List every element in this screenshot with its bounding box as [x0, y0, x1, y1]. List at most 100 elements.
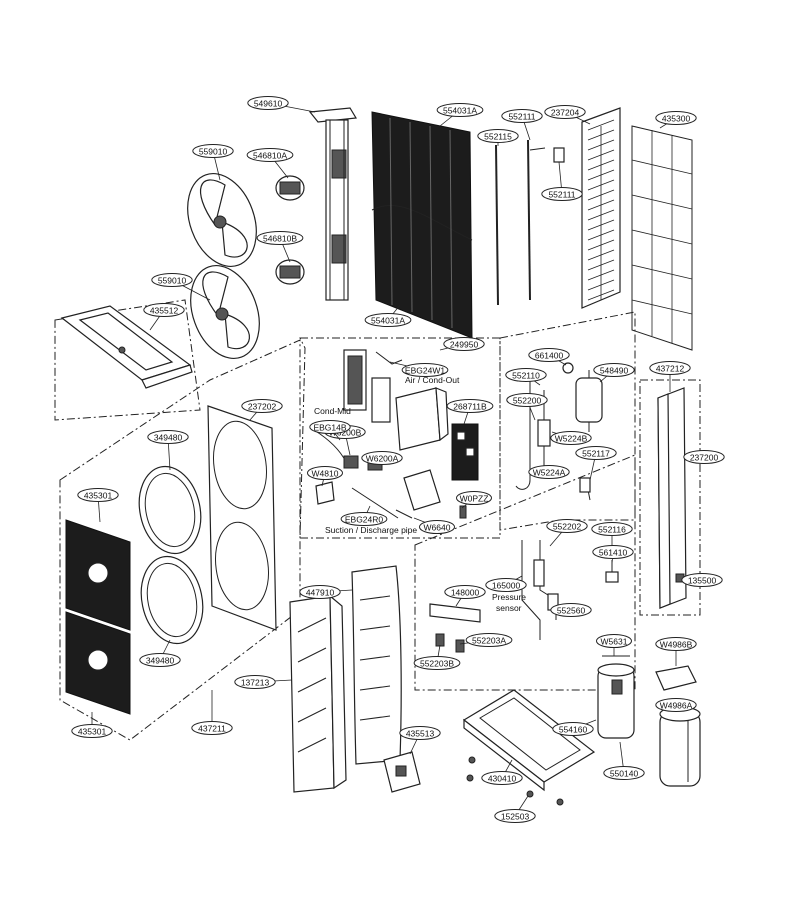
service-valves-552203	[435, 633, 465, 653]
callout-oval	[139, 653, 181, 667]
part-number-label: W0PZZ	[460, 494, 489, 504]
callout-561410: 561410	[592, 545, 634, 565]
part-number-label: 437212	[656, 364, 685, 374]
callout-249950: 249950	[439, 337, 485, 351]
part-number-label: 552203A	[472, 636, 506, 646]
front-grille-435301-upper	[65, 519, 131, 631]
callout-552117: 552117	[575, 446, 617, 481]
part-number-label: 552116	[598, 525, 626, 535]
callout-w6200a: W6200A	[361, 451, 403, 465]
callout-w6640: W6640	[413, 517, 455, 534]
callout-435301-b: 435301	[71, 712, 113, 738]
callout-oval	[544, 105, 586, 119]
callout-552111-a: 552111	[501, 109, 543, 141]
callout-oval	[444, 585, 486, 599]
callout-554160: 554160	[552, 719, 597, 736]
callout-oval	[147, 430, 189, 444]
callout-552111-b: 552111	[541, 161, 583, 201]
callout-435512: 435512	[143, 303, 185, 331]
front-grille-435301-lower	[65, 611, 131, 715]
part-number-label: 135500	[688, 576, 717, 586]
callout-oval	[477, 129, 519, 143]
callout-559010-b: 559010	[151, 273, 211, 301]
callout-548490: 548490	[593, 363, 635, 383]
callout-oval	[399, 726, 441, 740]
part-number-label: 237204	[551, 108, 580, 118]
callout-237200: 237200	[683, 450, 725, 464]
callout-oval	[443, 337, 485, 351]
note-air-cond-out: Air / Cond-Out	[405, 375, 460, 385]
part-number-label: 349480	[154, 433, 183, 443]
callout-oval	[603, 766, 645, 780]
part-number-label: 549610	[254, 99, 283, 109]
part-number-label: 554031A	[371, 316, 405, 326]
part-number-label: W6200B	[329, 428, 362, 438]
callout-oval	[299, 585, 341, 599]
callout-435300: 435300	[655, 111, 697, 129]
callout-oval	[550, 603, 592, 617]
part-number-label: 552110	[512, 371, 540, 381]
callout-550140: 550140	[603, 741, 645, 780]
part-number-label: EBG14B	[313, 423, 346, 433]
part-number-label: W4986B	[660, 640, 693, 650]
callout-oval	[683, 450, 725, 464]
part-number-label: 552203B	[420, 659, 454, 669]
callout-oval	[71, 724, 113, 738]
accumulator-548490	[575, 370, 603, 432]
callout-oval	[528, 465, 570, 479]
part-number-label: 550140	[610, 769, 639, 779]
callout-w0pzz: W0PZZ	[456, 491, 492, 509]
callout-oval	[401, 363, 449, 377]
callout-552115: 552115	[477, 129, 519, 146]
callout-w5224a: W5224A	[528, 465, 570, 479]
callout-237204: 237204	[544, 105, 591, 125]
fan-bracket-549610	[308, 107, 357, 301]
part-number-callouts: 549610554031A552111552115237204435300559…	[71, 96, 725, 823]
condenser-coil-554031A	[371, 111, 473, 339]
callout-oval	[596, 634, 632, 648]
note-suction-discharge: Suction / Discharge pipe	[325, 525, 417, 535]
callout-oval	[456, 491, 492, 505]
callout-135500: 135500	[681, 573, 723, 587]
callout-349480-b: 349480	[139, 639, 181, 667]
part-number-label: W5224A	[533, 468, 566, 478]
callout-oval	[505, 368, 547, 382]
bellmouth-ring-349480-upper	[138, 465, 202, 555]
part-number-label: W5631	[601, 637, 628, 647]
callout-oval	[528, 348, 570, 362]
callout-oval	[143, 303, 185, 317]
part-number-label: 249950	[450, 340, 479, 350]
callout-oval	[591, 522, 633, 536]
part-number-label: 437211	[198, 724, 226, 734]
part-number-label: 435512	[150, 306, 179, 316]
callout-oval	[592, 545, 634, 559]
insulation-jacket-W4986A	[659, 706, 701, 787]
part-number-label: 548490	[600, 366, 629, 376]
callout-oval	[552, 722, 594, 736]
callout-437211: 437211	[191, 690, 233, 735]
callout-552203b: 552203B	[413, 644, 461, 670]
callout-546810a: 546810A	[246, 148, 294, 179]
callout-oval	[419, 520, 455, 534]
part-number-label: 435301	[78, 727, 107, 737]
part-number-label: 559010	[199, 147, 228, 157]
callout-437212: 437212	[649, 361, 691, 392]
callout-w4986b: W4986B	[655, 637, 697, 666]
part-number-label: 661400	[535, 351, 564, 361]
fan-propeller-upper	[187, 172, 257, 268]
callout-oval	[340, 512, 388, 526]
part-number-label: 546810B	[263, 234, 297, 244]
note-pressure: Pressure	[492, 592, 526, 602]
callout-447910: 447910	[299, 585, 353, 599]
diagram-notes: Air / Cond-Out Cond-Mid Suction / Discha…	[314, 375, 526, 613]
bracket-148000	[429, 603, 481, 623]
callout-oval	[485, 578, 527, 592]
part-number-label: 137213	[241, 678, 270, 688]
callout-148000: 148000	[444, 585, 486, 607]
fan-shroud-237202	[207, 405, 277, 631]
callout-552203a: 552203A	[459, 633, 513, 647]
callout-237202: 237202	[241, 399, 283, 421]
control-box-parts	[313, 349, 479, 519]
note-cond-mid: Cond-Mid	[314, 406, 351, 416]
